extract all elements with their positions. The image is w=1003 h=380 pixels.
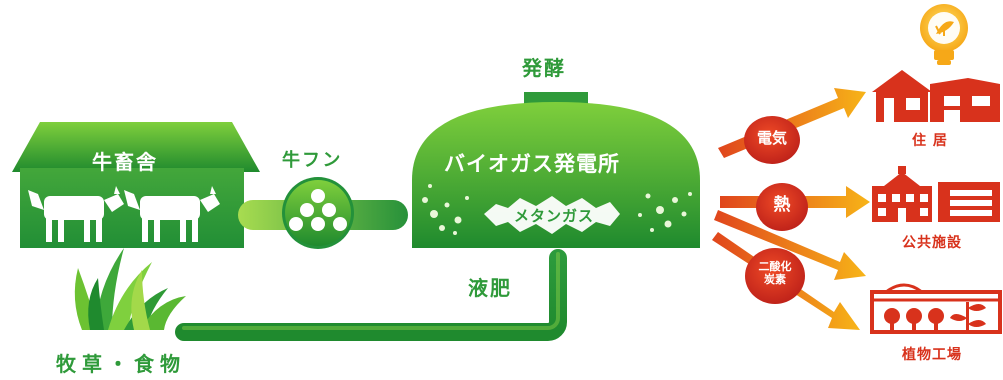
manure-label: 牛フン bbox=[282, 150, 343, 171]
methane-burst bbox=[484, 196, 620, 234]
heat-label: 熱 bbox=[773, 195, 791, 215]
co2-circle bbox=[745, 248, 805, 304]
manure-particles-icon bbox=[289, 189, 347, 231]
liquid-fertilizer-label: 液肥 bbox=[468, 276, 512, 300]
biogas-plant bbox=[412, 92, 700, 248]
plant-factory-icon bbox=[870, 283, 1002, 334]
barn-label: 牛畜舎 bbox=[92, 150, 158, 174]
cattle-barn bbox=[12, 122, 260, 248]
electricity-circle bbox=[744, 116, 800, 164]
heat-circle bbox=[756, 183, 808, 231]
grass-icon bbox=[74, 248, 186, 330]
cow-icon bbox=[28, 186, 124, 242]
fermentation-label: 発酵 bbox=[522, 56, 566, 80]
electricity-label: 電気 bbox=[756, 129, 787, 147]
lightbulb-icon bbox=[920, 4, 968, 65]
pasture-label: 牧草・食物 bbox=[56, 352, 186, 376]
plant-label: バイオガス発電所 bbox=[444, 152, 620, 176]
plant-factory-label: 植物工場 bbox=[902, 347, 962, 363]
manure-tank bbox=[282, 177, 354, 249]
residence-label: 住 居 bbox=[912, 133, 948, 149]
public-facility-label: 公共施設 bbox=[902, 235, 962, 251]
methane-label: メタンガス bbox=[514, 207, 595, 225]
cow-icon bbox=[124, 186, 220, 242]
co2-label: 二酸化 炭素 bbox=[758, 260, 792, 286]
public-facility-icon bbox=[872, 166, 1000, 222]
house-icon bbox=[872, 70, 1000, 122]
gas-bubbles-icon bbox=[422, 184, 692, 235]
liquid-fertilizer-pipe bbox=[175, 249, 567, 341]
